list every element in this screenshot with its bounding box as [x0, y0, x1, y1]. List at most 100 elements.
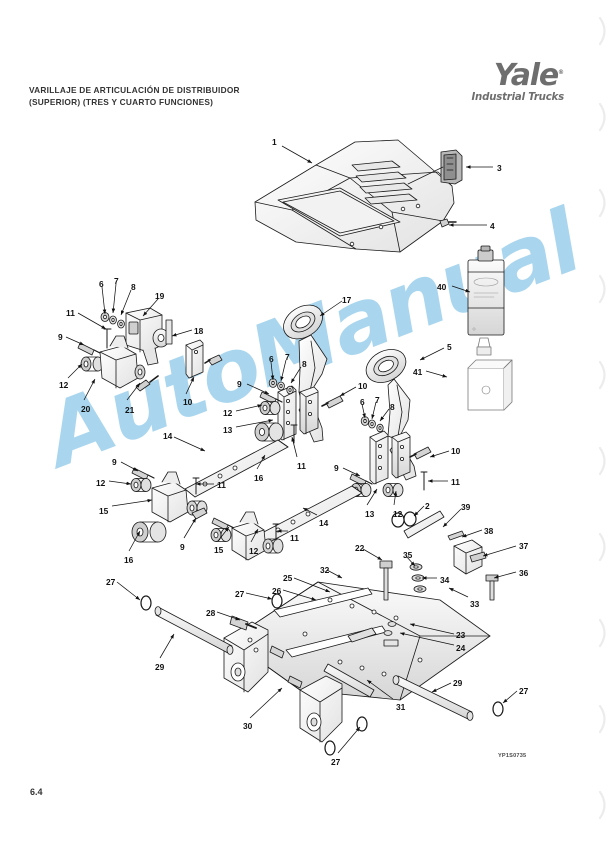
leader-line — [379, 408, 390, 422]
callout-number: 11 — [66, 308, 75, 318]
callout-number: 8 — [131, 282, 136, 292]
leader-line — [126, 382, 141, 401]
callout-number: 12 — [393, 509, 403, 519]
callout-number: 27 — [235, 589, 245, 599]
callout-number: 6 — [99, 279, 104, 289]
leader-line — [442, 508, 462, 528]
callout-number: 34 — [440, 575, 450, 585]
callout-leader-lines — [65, 145, 518, 754]
leader-line — [362, 548, 383, 561]
leader-line — [399, 632, 455, 646]
yale-logo: Yale® Industrial Trucks — [452, 58, 564, 104]
leader-line — [409, 623, 455, 635]
callout-number: 35 — [403, 550, 413, 560]
callout-number: 1 — [272, 137, 277, 147]
callout-number: 15 — [99, 506, 109, 516]
page-title-line-2: (SUPERIOR) (TRES Y CUARTO FUNCIONES) — [29, 97, 214, 108]
trademark-icon: ® — [558, 69, 564, 76]
callout-number: 33 — [470, 599, 480, 609]
callout-number: 11 — [290, 533, 299, 543]
leader-line — [235, 419, 274, 428]
leader-line — [281, 145, 313, 164]
leader-line — [431, 682, 452, 693]
callout-number: 6 — [360, 397, 365, 407]
leader-line — [235, 404, 263, 412]
callout-number: 29 — [453, 678, 463, 688]
lower-ball-joints — [191, 507, 284, 561]
leader-line — [366, 488, 378, 506]
callout-number: 27 — [331, 757, 341, 767]
leader-line — [393, 490, 398, 506]
callout-number: 12 — [223, 408, 233, 418]
part-40-spray-can — [467, 245, 505, 336]
callout-number: 4 — [490, 221, 495, 231]
callout-number: 36 — [519, 568, 529, 578]
callout-number: 10 — [451, 446, 461, 456]
leader-line — [120, 461, 139, 472]
callout-number: 9 — [112, 457, 117, 467]
page-title: VARILLAJE DE ARTICULACIÓN DE DISTRIBUIDO… — [29, 84, 329, 109]
leader-line — [451, 285, 471, 293]
leader-line — [502, 690, 518, 704]
leader-line — [142, 298, 159, 317]
callout-number: 8 — [302, 359, 307, 369]
callout-number: 28 — [206, 608, 216, 618]
leader-line — [448, 587, 469, 598]
callout-number: 31 — [396, 702, 406, 712]
callout-number: 3 — [497, 163, 502, 173]
callout-number: 11 — [217, 480, 226, 490]
leader-line — [493, 571, 517, 579]
callout-number: 5 — [447, 342, 452, 352]
drawing-code: YP1S0735 — [498, 753, 527, 759]
leader-line — [419, 347, 445, 361]
part-17-lever — [254, 304, 344, 444]
callout-number: 32 — [320, 565, 330, 575]
leader-line — [413, 505, 425, 517]
leader-line — [337, 726, 361, 754]
leader-line — [282, 589, 317, 601]
spiral-binding-marks — [598, 16, 606, 820]
callout-number: 18 — [194, 326, 204, 336]
callout-number: 38 — [484, 526, 494, 536]
leader-line — [405, 555, 416, 567]
callout-number: 8 — [390, 402, 395, 412]
left-linkage-cluster — [77, 307, 223, 392]
callout-number: 7 — [375, 395, 380, 405]
base-frame-assembly — [223, 510, 499, 743]
part-2-rings — [391, 512, 405, 528]
leader-line — [246, 383, 270, 395]
page-number: 6.4 — [30, 787, 43, 797]
callout-number: 16 — [124, 555, 134, 565]
callout-number: 11 — [297, 461, 306, 471]
callout-number: 23 — [456, 630, 466, 640]
leader-line — [361, 403, 366, 419]
callout-number: 2 — [425, 501, 430, 511]
callout-number: 20 — [81, 404, 91, 414]
leader-line — [185, 376, 195, 395]
leader-line — [326, 569, 343, 579]
leader-line — [366, 679, 394, 700]
leader-line — [425, 370, 448, 378]
callout-number: 10 — [183, 397, 193, 407]
callout-number: 12 — [249, 546, 259, 556]
leader-line — [159, 633, 175, 659]
callout-number: 27 — [106, 577, 116, 587]
callout-number: 30 — [243, 721, 253, 731]
callout-number: 25 — [283, 573, 293, 583]
leader-line — [65, 336, 85, 346]
callout-number: 14 — [163, 431, 173, 441]
part-41-carton — [467, 337, 513, 411]
callout-number: 16 — [254, 473, 264, 483]
leader-line — [111, 283, 117, 314]
leader-line — [339, 386, 357, 397]
part-5-lever — [349, 349, 432, 497]
yale-wordmark: Yale® — [452, 58, 564, 91]
page-title-line-1: VARILLAJE DE ARTICULACIÓN DE DISTRIBUIDO… — [29, 85, 240, 95]
leader-line — [280, 359, 287, 382]
callout-number: 7 — [114, 276, 119, 286]
part-3-latch — [440, 149, 463, 185]
leader-line — [216, 611, 241, 621]
leader-line — [429, 450, 450, 458]
callout-number: 13 — [365, 509, 375, 519]
